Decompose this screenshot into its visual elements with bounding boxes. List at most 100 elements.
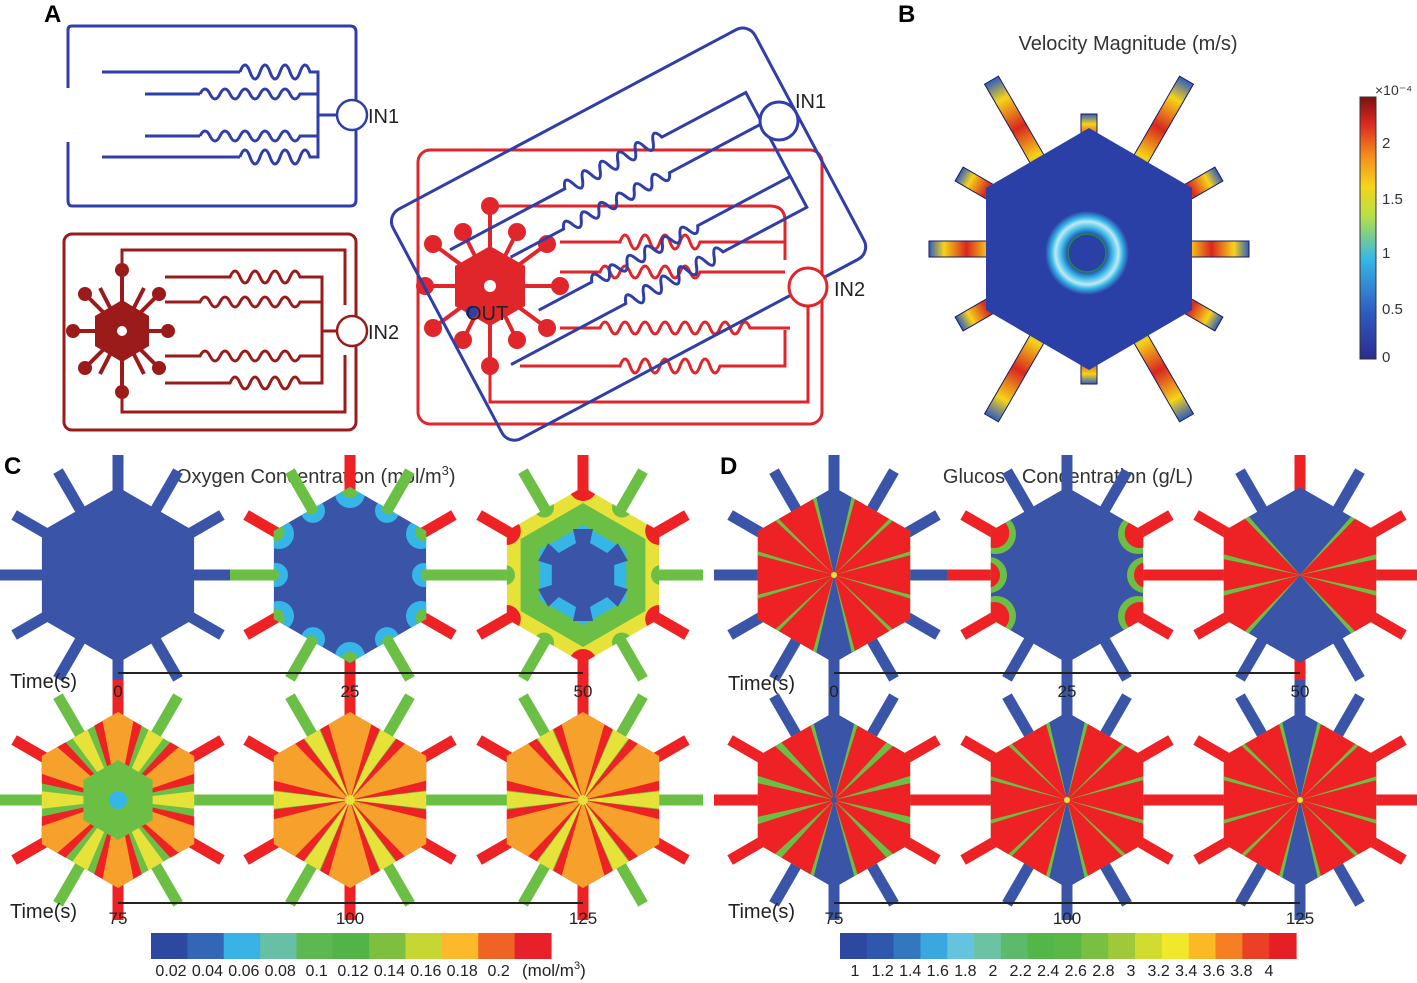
oxygen-colorbar-tick: 0.1 bbox=[305, 963, 327, 980]
oxygen-inlet-arm bbox=[614, 693, 648, 741]
glucose-colorbar-segment bbox=[840, 933, 868, 959]
oxygen-unit: (mol/m3) bbox=[522, 960, 586, 980]
glucose-time-50: 50 bbox=[1291, 682, 1310, 701]
glucose-time-125: 125 bbox=[1286, 909, 1314, 928]
oxygen-colorbar-segment bbox=[332, 933, 370, 959]
oxygen-colorbar-tick: 0.16 bbox=[410, 963, 441, 980]
glucose-inlet-arm bbox=[865, 859, 899, 907]
glucose-inlet-arm bbox=[865, 468, 899, 516]
oxygen-inlet-arm bbox=[149, 859, 183, 907]
glucose-colorbar-segment bbox=[1000, 933, 1029, 959]
glucose-inlet-arm bbox=[865, 693, 899, 741]
oxygen-time-100: 100 bbox=[336, 909, 364, 928]
glucose-inlet-arm bbox=[1098, 859, 1132, 907]
oxygen-colorbar-tick: 0.06 bbox=[228, 963, 259, 980]
oxygen-snapshot bbox=[230, 455, 470, 695]
glucose-inlet-arm bbox=[1331, 859, 1365, 907]
glucose-colorbar-segment bbox=[1161, 933, 1190, 959]
glucose-inlet-arm bbox=[1235, 468, 1269, 516]
glucose-inlet-arm bbox=[1331, 468, 1365, 516]
dark-red-chip-diagram bbox=[62, 232, 358, 432]
glucose-colorbar-segment bbox=[1027, 933, 1056, 959]
glucose-time-axes: Time(s) 0 25 50 Time(s) 75 100 125 bbox=[728, 672, 1314, 928]
oxygen-inlet-arm bbox=[381, 468, 415, 516]
glucose-inlet-arm bbox=[1098, 693, 1132, 741]
oxygen-snapshot bbox=[230, 680, 470, 920]
oxygen-inlet-arm bbox=[285, 634, 319, 682]
inlet-in2-small bbox=[335, 314, 369, 348]
velocity-colorbar-tick: 1.5 bbox=[1382, 191, 1403, 208]
glucose-colorbar-tick: 1.8 bbox=[954, 963, 976, 980]
velocity-field-plot bbox=[928, 75, 1250, 423]
oxygen-colorbar-tick: 0.18 bbox=[447, 963, 478, 980]
oxygen-time-0: 0 bbox=[113, 682, 122, 701]
glucose-colorbar-segment bbox=[920, 933, 948, 959]
glucose-colorbar-segment bbox=[1188, 933, 1217, 959]
inlet-in1-small bbox=[335, 98, 369, 132]
velocity-title: Velocity Magnitude (m/s) bbox=[1019, 33, 1238, 55]
oxygen-inlet-arm bbox=[285, 693, 319, 741]
velocity-colorbar-tick: 0 bbox=[1382, 349, 1390, 366]
oxygen-time-label-top: Time(s) bbox=[10, 671, 77, 693]
glucose-time-label-top: Time(s) bbox=[728, 673, 795, 695]
glucose-colorbar-segment bbox=[974, 933, 1002, 959]
oxygen-inlet-arm bbox=[518, 468, 552, 516]
oxygen-colorbar-segment bbox=[369, 933, 407, 959]
oxygen-inlet-arm bbox=[149, 634, 183, 682]
glucose-colorbar-tick: 1 bbox=[851, 963, 860, 980]
port-label-in2-small: IN2 bbox=[368, 322, 399, 344]
oxygen-colorbar-segment bbox=[514, 933, 552, 959]
glucose-inlet-arm bbox=[865, 634, 899, 682]
glucose-colorbar-segment bbox=[1269, 933, 1297, 959]
oxygen-inlet-arm bbox=[149, 693, 183, 741]
glucose-snapshot bbox=[1180, 680, 1417, 920]
oxygen-colorbar-tick: 0.04 bbox=[192, 963, 223, 980]
oxygen-inlet-arm bbox=[53, 468, 87, 516]
oxygen-colorbar-tick: 0.08 bbox=[265, 963, 296, 980]
oxygen-inlet-arm bbox=[285, 468, 319, 516]
oxygen-inlet-arm bbox=[381, 859, 415, 907]
oxygen-time-label-bottom: Time(s) bbox=[10, 901, 77, 923]
glucose-colorbar-tick: 4 bbox=[1265, 963, 1274, 980]
panel-label-c: C bbox=[4, 453, 21, 480]
panel-label-b: B bbox=[898, 1, 915, 28]
oxygen-inlet-arm bbox=[614, 634, 648, 682]
glucose-colorbar-segment bbox=[866, 933, 895, 959]
oxygen-time-50: 50 bbox=[574, 682, 593, 701]
oxygen-colorbar-tick: 0.14 bbox=[374, 963, 405, 980]
oxygen-colorbar-tick: 0.12 bbox=[337, 963, 368, 980]
glucose-snapshot bbox=[714, 680, 954, 920]
oxygen-snapshot bbox=[0, 680, 238, 920]
glucose-snapshot bbox=[947, 455, 1187, 695]
glucose-time-25: 25 bbox=[1058, 682, 1077, 701]
velocity-exponent: ×10⁻⁴ bbox=[1375, 82, 1412, 98]
blue-chip-diagram bbox=[66, 24, 358, 208]
glucose-inlet-arm bbox=[1002, 693, 1036, 741]
glucose-inlet-arm bbox=[769, 634, 803, 682]
port-label-in1: IN1 bbox=[795, 91, 826, 113]
glucose-inlet-arm bbox=[769, 468, 803, 516]
glucose-colorbar-tick: 2.8 bbox=[1092, 963, 1114, 980]
glucose-colorbar-tick: 2.2 bbox=[1009, 963, 1031, 980]
glucose-inlet-arm bbox=[1331, 693, 1365, 741]
port-label-in2: IN2 bbox=[834, 279, 865, 301]
oxygen-inlet-arm bbox=[149, 468, 183, 516]
oxygen-colorbar: 0.02 0.04 0.06 0.08 0.1 0.12 0.14 0.16 0.18 0.2 bbox=[151, 933, 552, 980]
inlet-in1 bbox=[758, 100, 800, 142]
oxygen-inlet-arm bbox=[53, 859, 87, 907]
oxygen-colorbar-tick: 0.02 bbox=[155, 963, 186, 980]
oxygen-colorbar-tick: 0.2 bbox=[487, 963, 509, 980]
glucose-inlet-arm bbox=[1331, 634, 1365, 682]
oxygen-colorbar-segment bbox=[260, 933, 298, 959]
glucose-colorbar-tick: 3 bbox=[1127, 963, 1136, 980]
oxygen-colorbar-segment bbox=[441, 933, 479, 959]
glucose-colorbar-segment bbox=[1215, 933, 1243, 959]
glucose-colorbar-segment bbox=[947, 933, 975, 959]
oxygen-colorbar-segment bbox=[478, 933, 516, 959]
port-label-in1-small: IN1 bbox=[368, 106, 399, 128]
velocity-colorbar-tick: 0.5 bbox=[1382, 301, 1403, 318]
velocity-colorbar-tick: 1 bbox=[1382, 245, 1390, 262]
oxygen-colorbar-segment bbox=[187, 933, 225, 959]
red-hexagon-chamber bbox=[416, 197, 569, 375]
